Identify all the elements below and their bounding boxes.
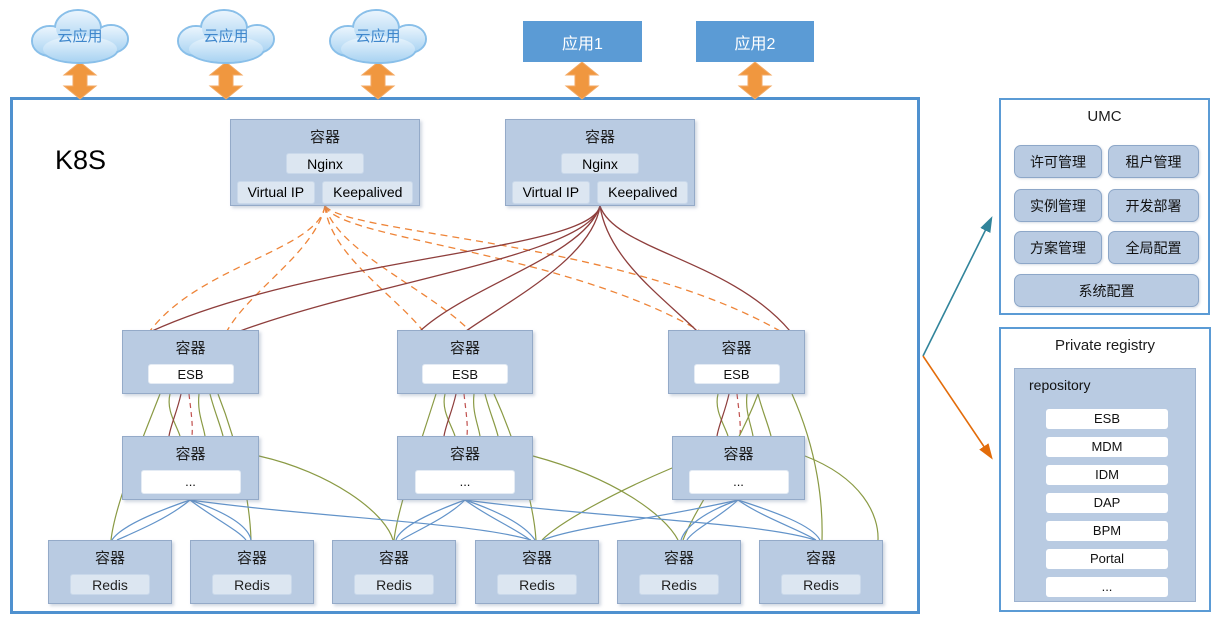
repository-label: repository [1029,377,1091,393]
cloud-label: 云应用 [355,28,401,45]
redis-pill: Redis [639,574,719,595]
umc-button-solution: 方案管理 [1014,231,1102,264]
double-arrow-icon [62,61,98,100]
keepalived-pill: Keepalived [322,181,414,204]
esb-pill: ESB [147,364,234,384]
esb-pill: ESB [693,364,780,384]
keepalived-pill: Keepalived [597,181,689,204]
container-redis-6: 容器 Redis [759,540,883,604]
container-title: 容器 [309,129,340,146]
nginx-pill: Nginx [561,153,639,174]
cloud-k8s-arrows [62,61,773,100]
app-label: 应用1 [562,35,603,53]
repo-item-idm: IDM [1046,465,1168,485]
k8s-label: K8S [55,145,107,175]
umc-button-globalconfig: 全局配置 [1108,231,1199,264]
cloud-label: 云应用 [57,28,103,45]
cloud-icon [31,9,129,64]
repository-box: repository ESB MDM IDM DAP BPM Portal ..… [1014,368,1196,602]
container-esb-2: 容器 ESB [397,330,533,394]
registry-arrow [922,355,993,460]
virtual-ip-pill: Virtual IP [236,181,316,204]
container-title: 容器 [94,550,125,567]
container-worker-2: 容器 ... [397,436,533,500]
container-title: 容器 [449,446,480,463]
container-worker-3: 容器 ... [672,436,805,500]
app-box-1: 应用1 [523,21,642,62]
umc-panel: UMC 许可管理 租户管理 实例管理 开发部署 方案管理 全局配置 系统配置 [999,98,1210,315]
worker-pill: ... [415,470,515,494]
container-redis-4: 容器 Redis [475,540,599,604]
repo-item-more: ... [1046,577,1168,597]
repo-item-portal: Portal [1046,549,1168,569]
repo-item-bpm: BPM [1046,521,1168,541]
redis-pill: Redis [497,574,577,595]
container-title: 容器 [721,340,752,357]
registry-panel: Private registry repository ESB MDM IDM … [999,327,1211,612]
virtual-ip-pill: Virtual IP [511,181,591,204]
repo-item-dap: DAP [1046,493,1168,513]
container-title: 容器 [805,550,836,567]
container-redis-5: 容器 Redis [617,540,741,604]
container-nginx-2: 容器 Nginx Virtual IP Keepalived [505,119,695,206]
container-title: 容器 [378,550,409,567]
container-title: 容器 [175,340,206,357]
app-box-2: 应用2 [696,21,814,62]
double-arrow-icon [564,61,600,100]
container-title: 容器 [723,446,754,463]
container-title: 容器 [449,340,480,357]
container-esb-1: 容器 ESB [122,330,259,394]
esb-pill: ESB [422,364,508,384]
container-title: 容器 [584,129,615,146]
cloud-label: 云应用 [203,28,249,45]
nginx-pill: Nginx [286,153,364,174]
umc-button-systemconfig: 系统配置 [1014,274,1199,307]
double-arrow-icon [208,61,244,100]
container-nginx-1: 容器 Nginx Virtual IP Keepalived [230,119,420,206]
container-title: 容器 [663,550,694,567]
cloud-app-1: 云应用 [20,3,140,67]
double-arrow-icon [737,61,773,100]
app-label: 应用2 [734,35,776,53]
umc-arrow [922,216,993,357]
worker-pill: ... [140,470,241,494]
umc-title: UMC [1087,108,1122,125]
container-worker-1: 容器 ... [122,436,259,500]
worker-pill: ... [688,470,789,494]
redis-pill: Redis [212,574,292,595]
redis-pill: Redis [70,574,150,595]
container-title: 容器 [175,446,206,463]
cloud-app-2: 云应用 [166,3,286,67]
repo-item-esb: ESB [1046,409,1168,429]
redis-pill: Redis [781,574,861,595]
repo-item-mdm: MDM [1046,437,1168,457]
umc-button-license: 许可管理 [1014,145,1102,178]
container-redis-3: 容器 Redis [332,540,456,604]
redis-pill: Redis [354,574,434,595]
container-esb-3: 容器 ESB [668,330,805,394]
umc-button-instance: 实例管理 [1014,189,1102,222]
container-title: 容器 [236,550,267,567]
container-title: 容器 [521,550,552,567]
cloud-icon [177,9,275,64]
double-arrow-icon [360,61,396,100]
container-redis-1: 容器 Redis [48,540,172,604]
registry-title: Private registry [1054,337,1156,354]
container-redis-2: 容器 Redis [190,540,314,604]
umc-button-devdeploy: 开发部署 [1108,189,1199,222]
cloud-app-3: 云应用 [318,3,438,67]
cloud-icon [329,9,427,64]
umc-button-tenant: 租户管理 [1108,145,1199,178]
